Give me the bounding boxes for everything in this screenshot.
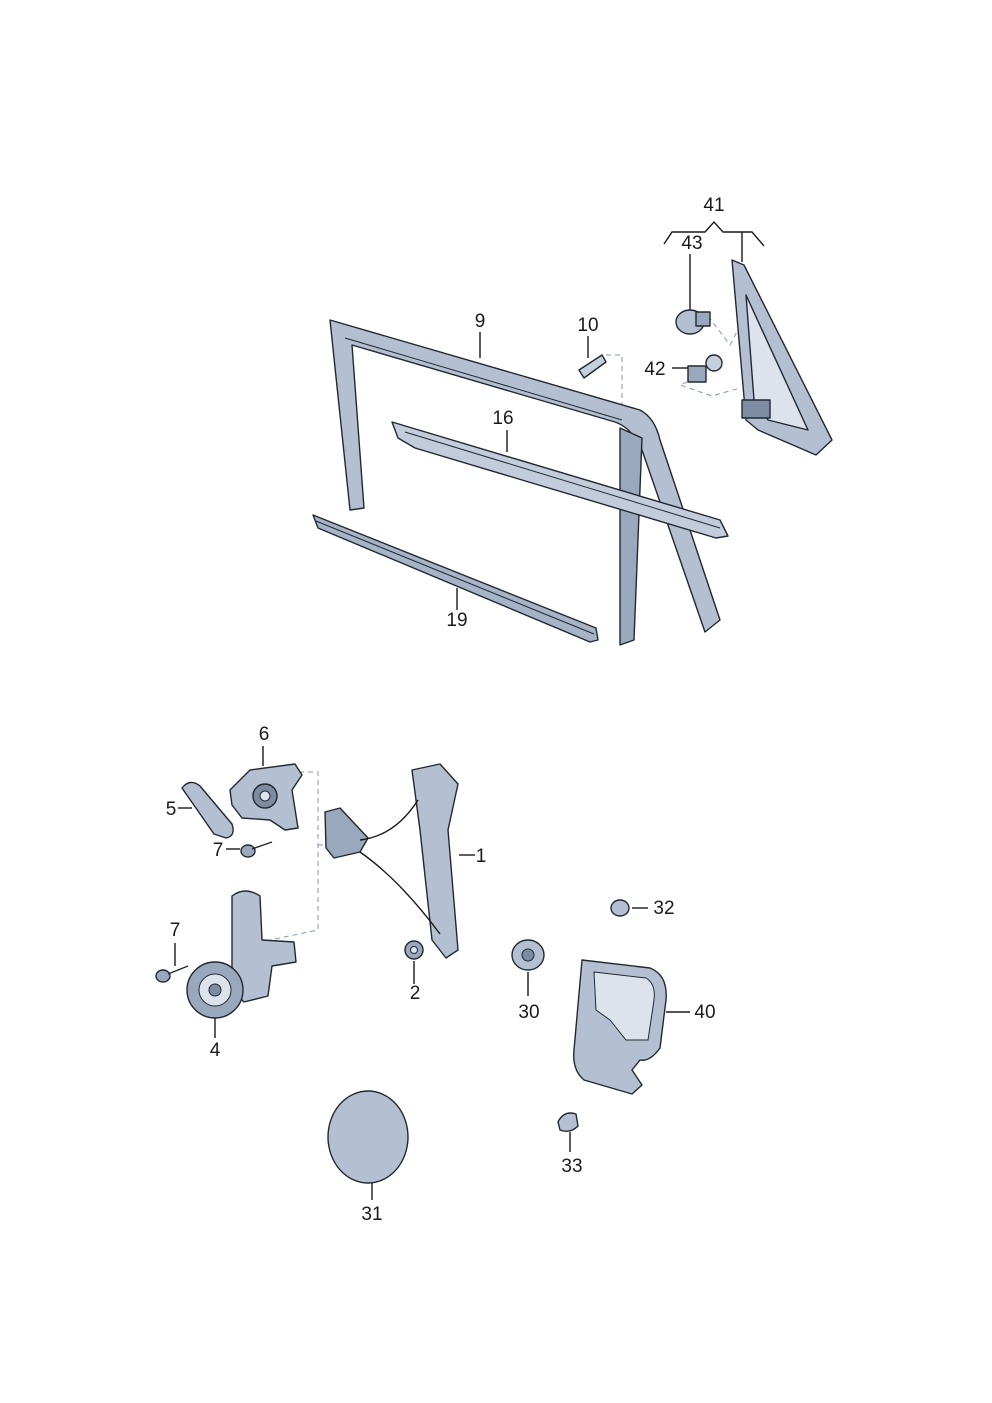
callout-42: 42 — [644, 359, 665, 380]
part-43-clip — [675, 309, 711, 335]
part-30-grommet — [511, 939, 545, 971]
callout-4: 4 — [210, 1040, 221, 1061]
part-41-triangle-trim — [731, 259, 833, 456]
part-31-round-cover — [327, 1090, 409, 1184]
callout-10: 10 — [577, 315, 598, 336]
part-19-window-strip — [312, 514, 599, 643]
callout-40: 40 — [694, 1002, 715, 1023]
callout-5: 5 — [166, 799, 177, 820]
callout-30: 30 — [518, 1002, 539, 1023]
callout-16: 16 — [492, 408, 513, 429]
callout-33: 33 — [561, 1156, 582, 1177]
callout-19: 19 — [446, 610, 467, 631]
part-7-screw-lower — [155, 965, 189, 983]
part-10-clip — [578, 354, 607, 379]
part-4-window-motor — [186, 890, 297, 1019]
leader-lines — [174, 220, 765, 1200]
callout-9: 9 — [475, 311, 486, 332]
callout-41: 41 — [703, 195, 724, 216]
part-16-window-seal — [391, 421, 729, 539]
part-6-drive-plate — [229, 763, 303, 831]
callout-7-lower: 7 — [170, 920, 181, 941]
callout-6: 6 — [259, 724, 270, 745]
part-1-window-regulator — [324, 763, 459, 959]
part-5-crank-handle — [181, 781, 234, 839]
callout-2: 2 — [410, 983, 421, 1004]
part-9-window-frame — [329, 319, 721, 646]
callout-labels: 41 43 42 9 10 16 19 6 5 7 1 7 32 2 30 40… — [166, 195, 725, 1225]
callout-32: 32 — [653, 898, 674, 919]
part-42-clip — [687, 354, 723, 383]
part-7-screw-upper — [240, 841, 273, 858]
callout-1: 1 — [476, 846, 487, 867]
part-40-cover — [573, 959, 667, 1095]
callout-43: 43 — [681, 233, 702, 254]
part-2-nut — [404, 940, 424, 960]
part-32-plug — [610, 899, 630, 917]
callout-7-upper: 7 — [213, 840, 224, 861]
part-33-cap — [557, 1112, 579, 1133]
callout-31: 31 — [361, 1204, 382, 1225]
